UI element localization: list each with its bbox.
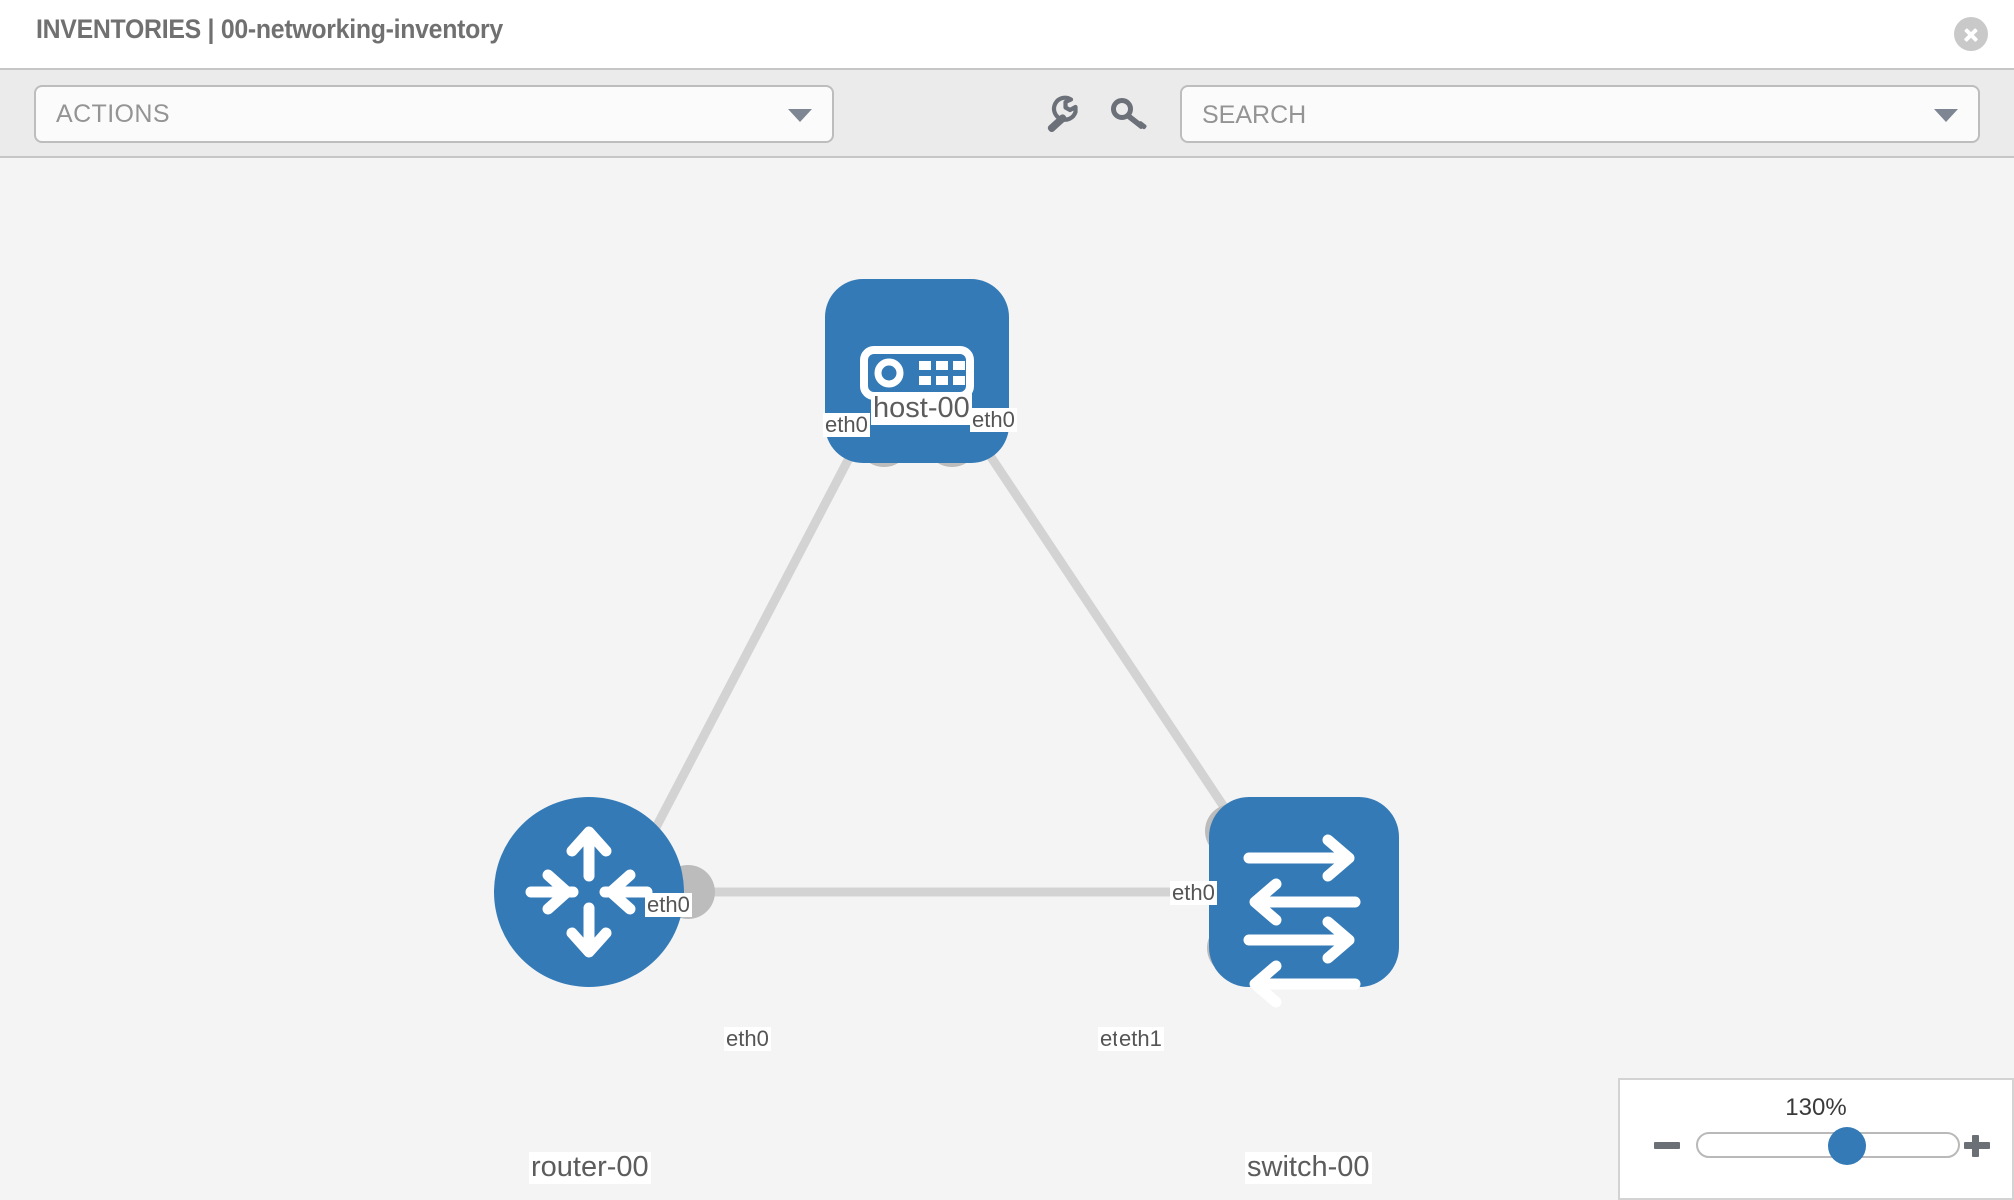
- interface-label-router-switch: eth0: [724, 1026, 771, 1052]
- node-label-switch-00: switch-00: [1245, 1151, 1372, 1184]
- interface-label-host-switch: eth0: [970, 407, 1017, 433]
- close-icon[interactable]: [1954, 17, 1988, 51]
- node-switch-00[interactable]: [1209, 797, 1399, 1008]
- plus-icon[interactable]: [1962, 1130, 1992, 1160]
- node-label-host-00: host-00: [871, 392, 972, 425]
- search-box[interactable]: [1180, 85, 1980, 143]
- topology-canvas[interactable]: host-00 router-00 switch-00 eth0 eth0 et…: [0, 158, 2014, 1200]
- zoom-percent-label: 130%: [1785, 1094, 1847, 1121]
- switch-arrows-icon: [1243, 834, 1361, 1008]
- zoom-slider-track[interactable]: [1696, 1127, 1960, 1165]
- wrench-icon[interactable]: [1040, 92, 1084, 136]
- page-title: INVENTORIES | 00-networking-inventory: [36, 14, 503, 44]
- toolbar: ACTIONS: [0, 68, 2014, 158]
- interface-label-switch-host: eth0: [1170, 880, 1217, 906]
- interface-label-host-router: eth0: [823, 412, 870, 438]
- interface-label-switch-router: eth1: [1117, 1026, 1164, 1052]
- key-icon[interactable]: [1108, 92, 1152, 136]
- router-arrows-icon: [525, 826, 653, 958]
- node-label-router-00: router-00: [529, 1151, 651, 1184]
- chevron-down-icon: [788, 109, 812, 122]
- chevron-down-icon[interactable]: [1934, 109, 1958, 122]
- zoom-slider-thumb[interactable]: [1828, 1127, 1867, 1165]
- graph-links: [636, 415, 1262, 897]
- zoom-control: 130%: [1618, 1078, 2014, 1200]
- actions-dropdown-label: ACTIONS: [56, 100, 170, 128]
- topology-graph: [494, 279, 1399, 1008]
- link-host-router[interactable]: [636, 415, 874, 861]
- node-router-00[interactable]: [494, 797, 684, 987]
- actions-dropdown[interactable]: ACTIONS: [34, 85, 834, 143]
- page-header: INVENTORIES | 00-networking-inventory: [0, 0, 2014, 68]
- search-input[interactable]: [1200, 87, 1904, 143]
- interface-label-router-host: eth0: [645, 892, 692, 918]
- link-host-switch[interactable]: [961, 415, 1262, 861]
- minus-icon[interactable]: [1652, 1130, 1682, 1160]
